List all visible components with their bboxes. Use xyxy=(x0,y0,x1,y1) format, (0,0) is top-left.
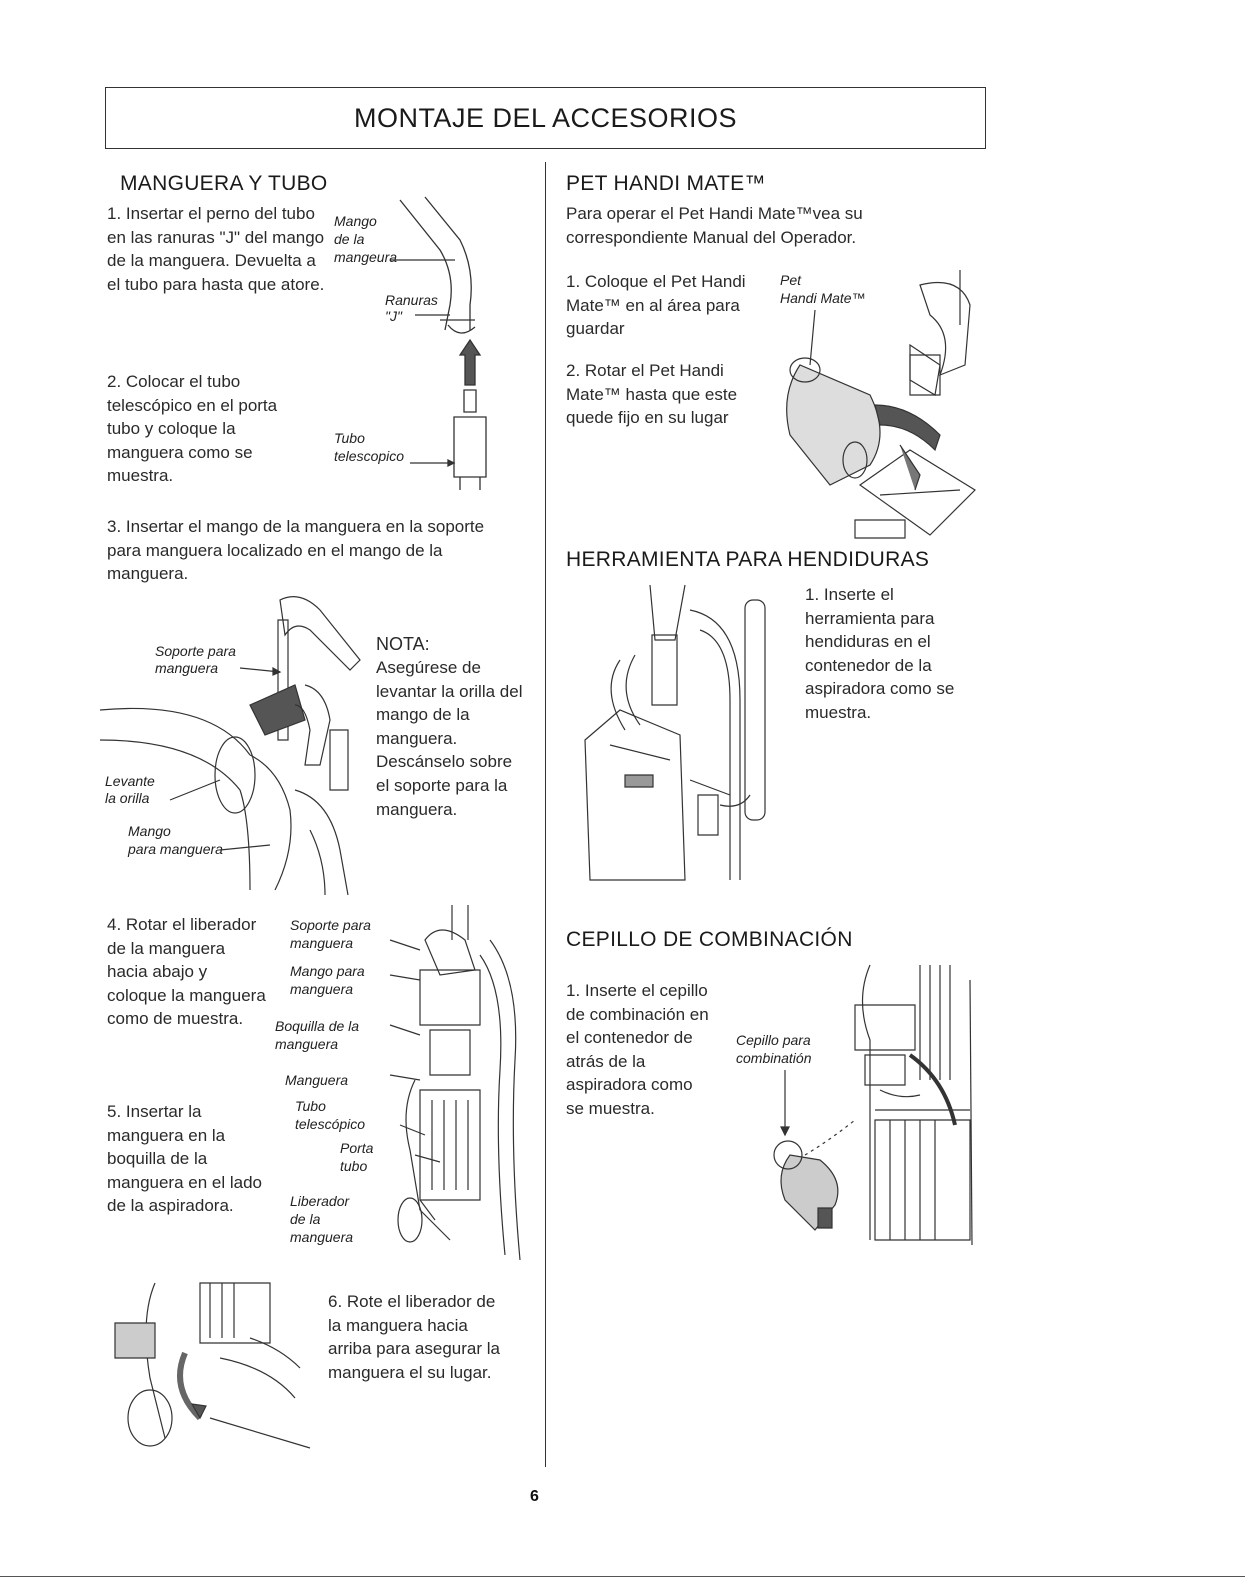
fig45-boquilla-2: manguera xyxy=(275,1036,339,1052)
hose-wand-illustration xyxy=(330,195,530,495)
page-number: 6 xyxy=(530,1488,539,1505)
fig45-mango-2: manguera xyxy=(290,981,354,997)
pet-heading: PET HANDI MATE™ xyxy=(566,172,766,195)
fig3-levante: Levante xyxy=(105,773,155,789)
title-box: MONTAJE DEL ACCESORIOS xyxy=(105,87,986,149)
pet-label-1: Pet xyxy=(780,272,802,288)
fig45-porta-2: tubo xyxy=(340,1158,368,1174)
combo-label-2: combinatión xyxy=(736,1050,812,1066)
fig45-soporte-2: manguera xyxy=(290,935,354,951)
nota-heading: NOTA: xyxy=(376,634,430,654)
pet-handi-mate-illustration xyxy=(760,265,980,545)
pet-label-2: Handi Mate™ xyxy=(780,290,866,306)
label-j: "J" xyxy=(385,308,402,324)
combo-heading: CEPILLO DE COMBINACIÓN xyxy=(566,928,853,951)
hose-heading: MANGUERA Y TUBO xyxy=(120,172,328,195)
fig45-soporte: Soporte para xyxy=(290,917,371,933)
step-3: 3. Insertar el mango de la manguera en l… xyxy=(107,517,485,584)
fig45-liberador-3: manguera xyxy=(290,1229,354,1245)
pet-step-1: 1. Coloque el Pet Handi Mate™ en al área… xyxy=(566,272,746,339)
fig45-manguera: Manguera xyxy=(285,1072,349,1088)
pet-intro: Para operar el Pet Handi Mate™vea su cor… xyxy=(566,204,863,247)
crevice-tool-illustration xyxy=(580,580,790,900)
fig3-soporte: Soporte para xyxy=(155,643,236,659)
fig45-tubo-2: telescópico xyxy=(295,1116,366,1132)
page-title: MONTAJE DEL ACCESORIOS xyxy=(353,102,738,133)
fig3-mango: Mango xyxy=(128,823,171,839)
nota-body: Asegúrese de levantar la orilla del mang… xyxy=(376,658,523,819)
label-telescopico: telescopico xyxy=(334,448,405,464)
fig3-para-manguera: para manguera xyxy=(128,841,223,857)
hose-step-2: 2. Colocar el tubo telescópico en el por… xyxy=(107,372,278,486)
label-tubo: Tubo xyxy=(334,430,365,446)
bottom-rule xyxy=(0,1576,1245,1577)
label-de-la: de la xyxy=(334,231,365,247)
hose-release-illustration xyxy=(110,1278,320,1453)
fig45-liberador: Liberador xyxy=(290,1193,350,1209)
fig3-la-orilla: la orilla xyxy=(105,790,150,806)
label-ranuras: Ranuras xyxy=(385,292,438,308)
fig45-tubo: Tubo xyxy=(295,1098,326,1114)
combo-step-1: 1. Inserte el cepillo de combinación en … xyxy=(566,981,709,1118)
fig45-liberador-2: de la xyxy=(290,1211,321,1227)
fig45-boquilla: Boquilla de la xyxy=(275,1018,360,1034)
fig3-manguera: manguera xyxy=(155,660,219,676)
step-6: 6. Rote el liberador de la manguera haci… xyxy=(328,1292,500,1382)
column-divider xyxy=(545,162,546,1467)
pet-step-2: 2. Rotar el Pet Handi Mate™ hasta que es… xyxy=(566,361,738,428)
crevice-step-1: 1. Inserte el herramienta para hendidura… xyxy=(805,585,955,722)
vacuum-side-illustration xyxy=(380,900,525,1265)
combination-brush-illustration xyxy=(760,960,985,1245)
crevice-heading: HERRAMIENTA PARA HENDIDURAS xyxy=(566,548,930,571)
label-mango: Mango xyxy=(334,213,377,229)
step-4: 4. Rotar el liberador de la manguera hac… xyxy=(107,915,266,1029)
fig45-porta: Porta xyxy=(340,1140,374,1156)
hose-holder-illustration xyxy=(100,590,370,900)
combo-label-1: Cepillo para xyxy=(736,1032,811,1048)
fig45-mango: Mango para xyxy=(290,963,365,979)
hose-step-1: 1. Insertar el perno del tubo en las ran… xyxy=(107,204,325,294)
label-mangeura: mangeura xyxy=(334,249,398,265)
step-5: 5. Insertar la manguera en la boquilla d… xyxy=(107,1102,263,1216)
